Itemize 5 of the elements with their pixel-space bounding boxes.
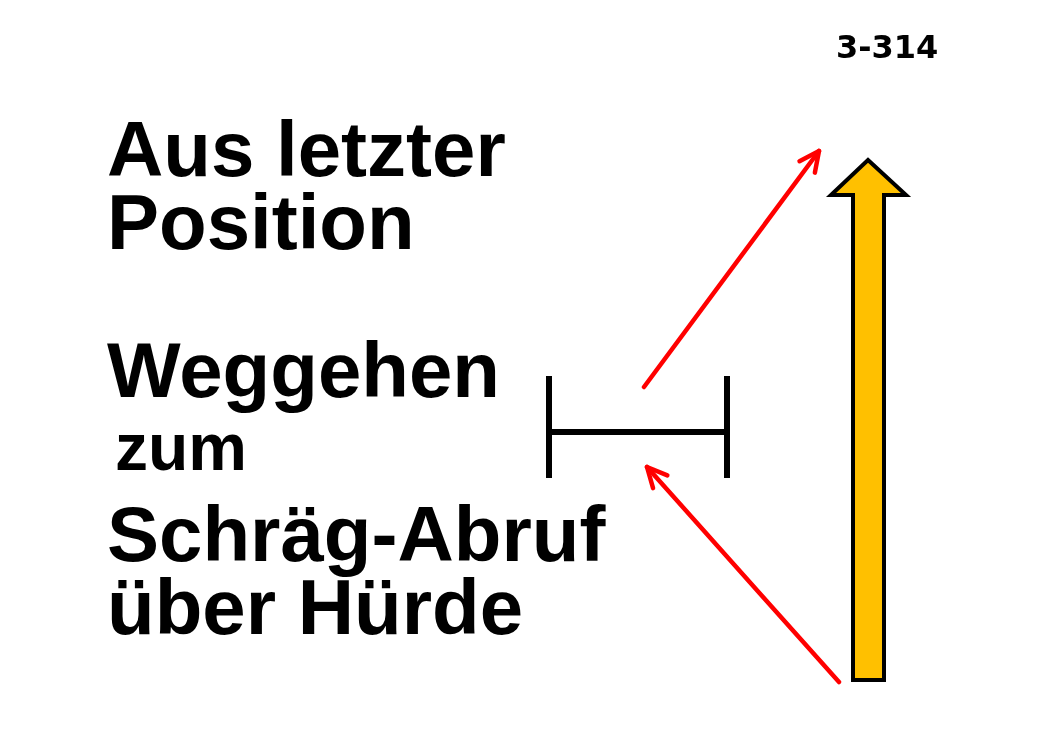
figure-number: 3-314 bbox=[836, 31, 939, 63]
instruction-text: zum bbox=[115, 414, 247, 480]
instruction-text: Aus letzter Position bbox=[107, 113, 507, 259]
instruction-text: Schräg-Abruf über Hürde bbox=[107, 498, 607, 644]
instruction-text: Weggehen bbox=[107, 326, 500, 414]
